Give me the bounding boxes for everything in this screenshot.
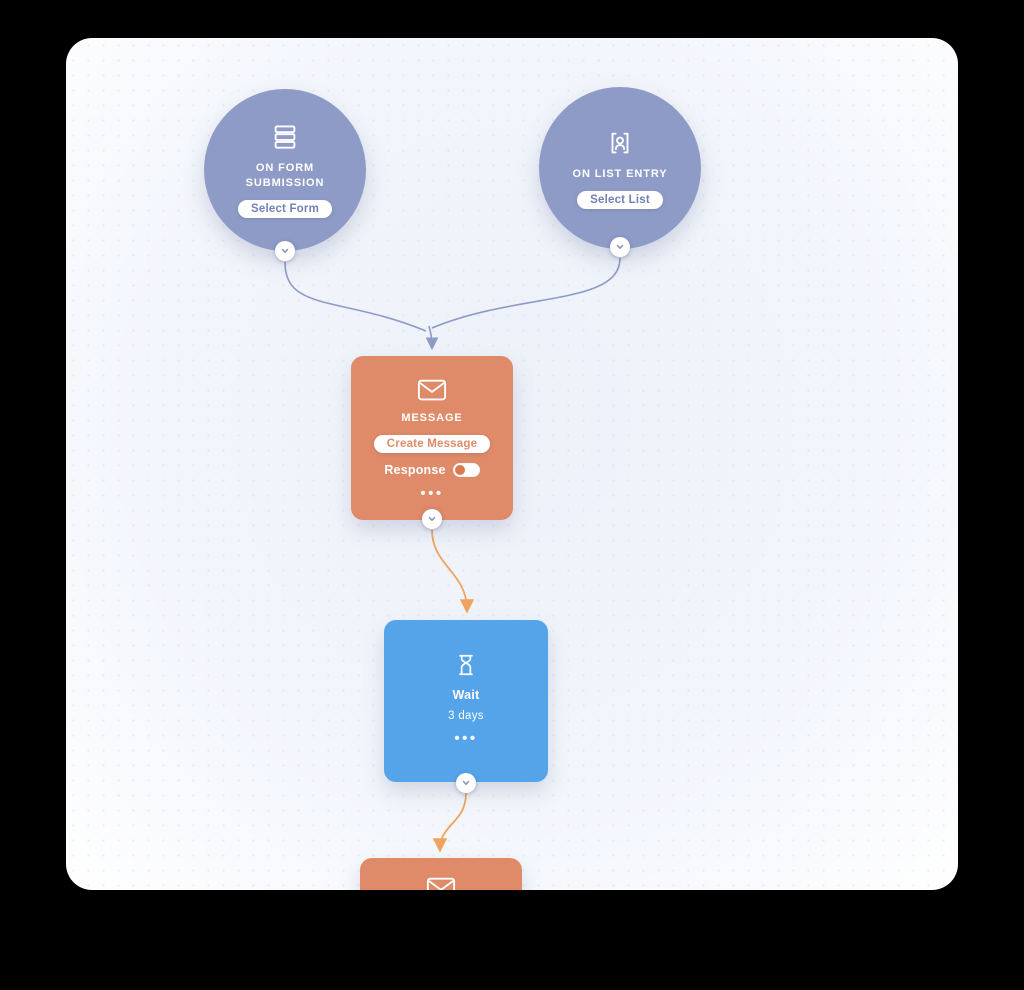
node-title: Wait <box>452 688 480 702</box>
connector-port-message[interactable] <box>422 509 442 529</box>
workflow-canvas: ON FORM SUBMISSION Select Form ON LIST E… <box>66 38 958 890</box>
message-node-2[interactable] <box>360 858 522 890</box>
envelope-icon <box>417 378 447 402</box>
connector-port-wait[interactable] <box>456 773 476 793</box>
form-lines-icon <box>270 122 300 152</box>
chevron-down-icon <box>461 778 471 788</box>
chevron-down-icon <box>615 242 625 252</box>
connector-form-to-message <box>284 261 427 332</box>
create-message-button[interactable]: Create Message <box>373 435 491 453</box>
node-title: ON FORM SUBMISSION <box>245 162 325 189</box>
connector-message-to-wait <box>431 529 475 614</box>
select-form-button[interactable]: Select Form <box>237 200 333 218</box>
connector-list-to-message <box>431 257 621 329</box>
wait-duration: 3 days <box>448 710 484 722</box>
more-options-button[interactable]: ••• <box>454 730 478 747</box>
node-title: MESSAGE <box>401 412 463 424</box>
connector-wait-to-message2 <box>432 792 467 853</box>
connector-merge-arrow <box>425 325 439 351</box>
connector-port-list[interactable] <box>610 237 630 257</box>
response-label: Response <box>384 463 446 477</box>
more-options-button[interactable]: ••• <box>420 485 444 502</box>
message-node[interactable]: MESSAGE Create Message Response ••• <box>351 356 513 520</box>
hourglass-icon <box>453 652 479 678</box>
toggle-knob <box>454 465 465 475</box>
trigger-node-list-entry[interactable]: ON LIST ENTRY Select List <box>539 87 701 249</box>
chevron-down-icon <box>280 246 290 256</box>
response-toggle[interactable] <box>452 463 480 477</box>
trigger-node-form-submission[interactable]: ON FORM SUBMISSION Select Form <box>204 89 366 251</box>
node-title: ON LIST ENTRY <box>572 167 668 180</box>
wait-node[interactable]: Wait 3 days ••• <box>384 620 548 782</box>
envelope-icon <box>426 876 456 890</box>
response-row: Response <box>384 463 480 477</box>
select-list-button[interactable]: Select List <box>577 190 663 209</box>
contact-card-icon <box>605 128 635 158</box>
chevron-down-icon <box>427 514 437 524</box>
connector-port-form[interactable] <box>275 241 295 261</box>
